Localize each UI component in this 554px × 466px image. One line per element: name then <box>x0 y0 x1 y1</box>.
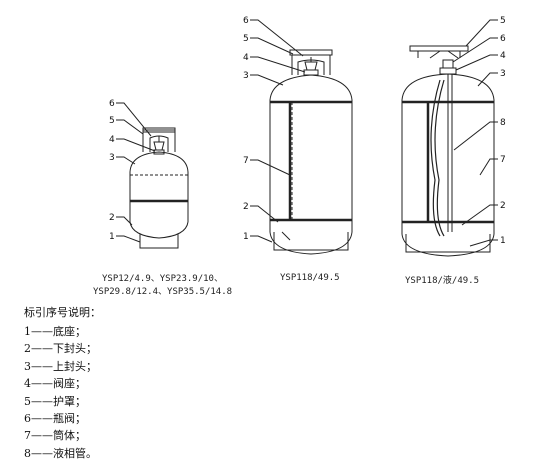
legend: 标引序号说明： 1——底座；2——下封头；3——上封头；4——阀座；5——护罩；… <box>24 304 324 462</box>
large-base <box>405 234 491 253</box>
small-caption-line1: YSP12/4.9、YSP23.9/10、 <box>102 274 223 284</box>
legend-item-text: 阀座； <box>53 377 86 391</box>
legend-item-num: 8 <box>24 446 31 460</box>
legend-item-text: 筒体； <box>53 429 86 443</box>
legend-item-text: 底座； <box>53 325 86 338</box>
large-callout-8: 8 <box>500 118 506 128</box>
legend-item-dash: —— <box>31 394 53 408</box>
legend-item: 1——底座； <box>24 323 324 340</box>
legend-item-dash: —— <box>31 446 53 460</box>
legend-item-num: 2 <box>24 342 31 356</box>
large-callout-6: 6 <box>500 34 506 44</box>
legend-item: 3——上封头； <box>24 358 324 375</box>
small-base <box>139 234 179 249</box>
large-guard <box>409 45 469 52</box>
medium-lower-head <box>269 231 353 255</box>
small-callout-2: 2 <box>109 213 115 223</box>
legend-item-dash: —— <box>31 429 53 443</box>
small-valve-seat <box>153 149 165 155</box>
medium-caption: YSP118/49.5 <box>280 273 340 283</box>
cylinder-diagrams: 6 5 4 3 2 1 6 5 4 3 7 2 1 5 6 4 3 8 7 2 … <box>109 16 506 257</box>
small-lower-head <box>129 221 189 239</box>
large-valve <box>442 59 454 69</box>
medium-upper-head <box>269 74 353 101</box>
small-callout-1: 1 <box>109 232 115 242</box>
legend-item: 2——下封头； <box>24 340 324 357</box>
legend-item-text: 护罩； <box>53 394 86 408</box>
small-guard <box>142 129 176 152</box>
legend-item-text: 下封头； <box>53 342 97 356</box>
small-callout-5: 5 <box>109 116 115 126</box>
large-callout-2: 2 <box>500 201 506 211</box>
medium-body <box>269 100 353 232</box>
small-callout-3: 3 <box>109 153 115 163</box>
legend-item-text: 液相管。 <box>53 446 97 460</box>
small-cylinder <box>116 102 189 249</box>
legend-list: 1——底座；2——下封头；3——上封头；4——阀座；5——护罩；6——瓶阀；7—… <box>24 323 324 462</box>
medium-callout-1: 1 <box>243 232 249 242</box>
legend-item-text: 上封头； <box>53 359 97 373</box>
large-cylinder <box>401 19 498 257</box>
small-callout-6: 6 <box>109 99 115 109</box>
medium-callout-3: 3 <box>243 71 249 81</box>
legend-item-dash: —— <box>31 377 53 391</box>
small-upper-head <box>129 151 189 173</box>
medium-callout-6: 6 <box>243 16 249 26</box>
small-body <box>129 172 189 222</box>
legend-item-dash: —— <box>31 342 53 356</box>
large-callout-5: 5 <box>500 16 506 26</box>
medium-cylinder <box>250 19 353 255</box>
legend-item-dash: —— <box>31 325 53 338</box>
legend-item-num: 1 <box>24 325 31 338</box>
medium-callout-2: 2 <box>243 202 249 212</box>
large-caption: YSP118/液/49.5 <box>405 276 480 286</box>
large-valve-seat <box>439 67 457 75</box>
large-lower-head <box>401 233 495 257</box>
large-callout-3: 3 <box>500 69 506 79</box>
medium-callout-4: 4 <box>243 53 249 63</box>
small-caption-line2: YSP29.8/12.4、YSP35.5/14.8 <box>93 287 233 297</box>
small-valve <box>153 141 165 151</box>
legend-item: 8——液相管。 <box>24 445 324 462</box>
legend-item-num: 7 <box>24 429 31 443</box>
medium-valve-seat <box>303 69 319 76</box>
large-callout-7: 7 <box>500 155 506 165</box>
medium-callout-7: 7 <box>243 156 249 166</box>
legend-item: 7——筒体； <box>24 427 324 444</box>
large-callout-1: 1 <box>500 236 506 246</box>
small-callout-4: 4 <box>109 135 115 145</box>
legend-item-num: 6 <box>24 411 31 425</box>
medium-base <box>273 232 349 251</box>
medium-callout-5: 5 <box>243 34 249 44</box>
medium-valve <box>304 61 318 71</box>
legend-item-num: 4 <box>24 377 31 391</box>
legend-item: 6——瓶阀； <box>24 410 324 427</box>
legend-item: 4——阀座； <box>24 375 324 392</box>
large-liquid-tube <box>447 74 453 232</box>
legend-item-num: 3 <box>24 359 31 373</box>
large-callout-4: 4 <box>500 51 506 61</box>
legend-item-dash: —— <box>31 359 53 373</box>
legend-item-num: 5 <box>24 394 31 408</box>
legend-title: 标引序号说明： <box>24 306 101 319</box>
legend-item-dash: —— <box>31 411 53 425</box>
legend-item: 5——护罩； <box>24 393 324 410</box>
legend-item-text: 瓶阀； <box>53 411 86 425</box>
